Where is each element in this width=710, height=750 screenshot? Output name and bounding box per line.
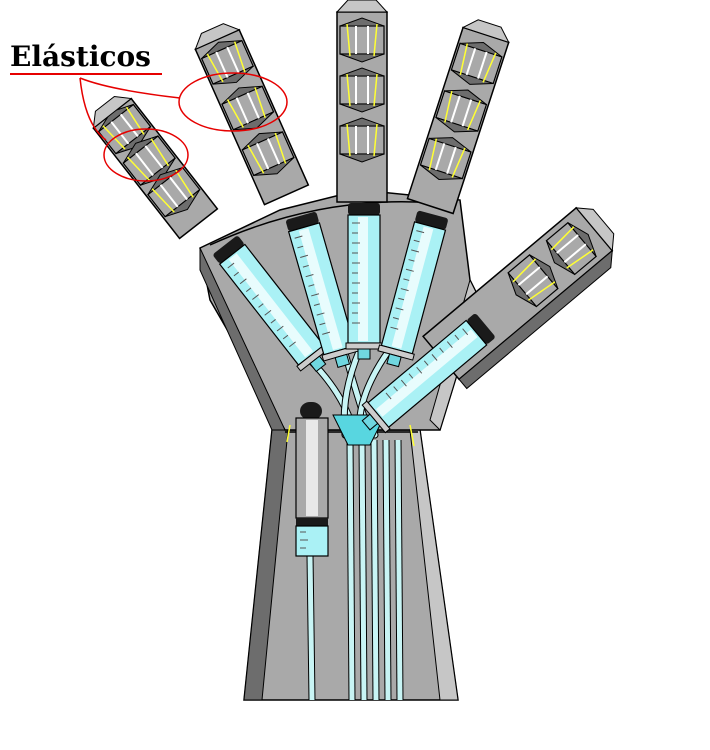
callout-ellipse-little [103, 128, 189, 182]
elasticos-label: Elásticos [10, 40, 151, 73]
middle-finger [335, 0, 389, 203]
syringe-middle [345, 202, 383, 360]
index-finger [406, 19, 510, 215]
callout-line-little [79, 77, 107, 141]
wrist-syringe [295, 402, 329, 557]
wrist-elastics [286, 424, 415, 447]
callout-ellipse-ring [178, 72, 288, 132]
ring-finger [194, 23, 310, 206]
little-finger [92, 95, 219, 240]
tubes [306, 439, 404, 701]
callout-line-ring [79, 77, 181, 99]
elastic-callouts [79, 72, 288, 182]
